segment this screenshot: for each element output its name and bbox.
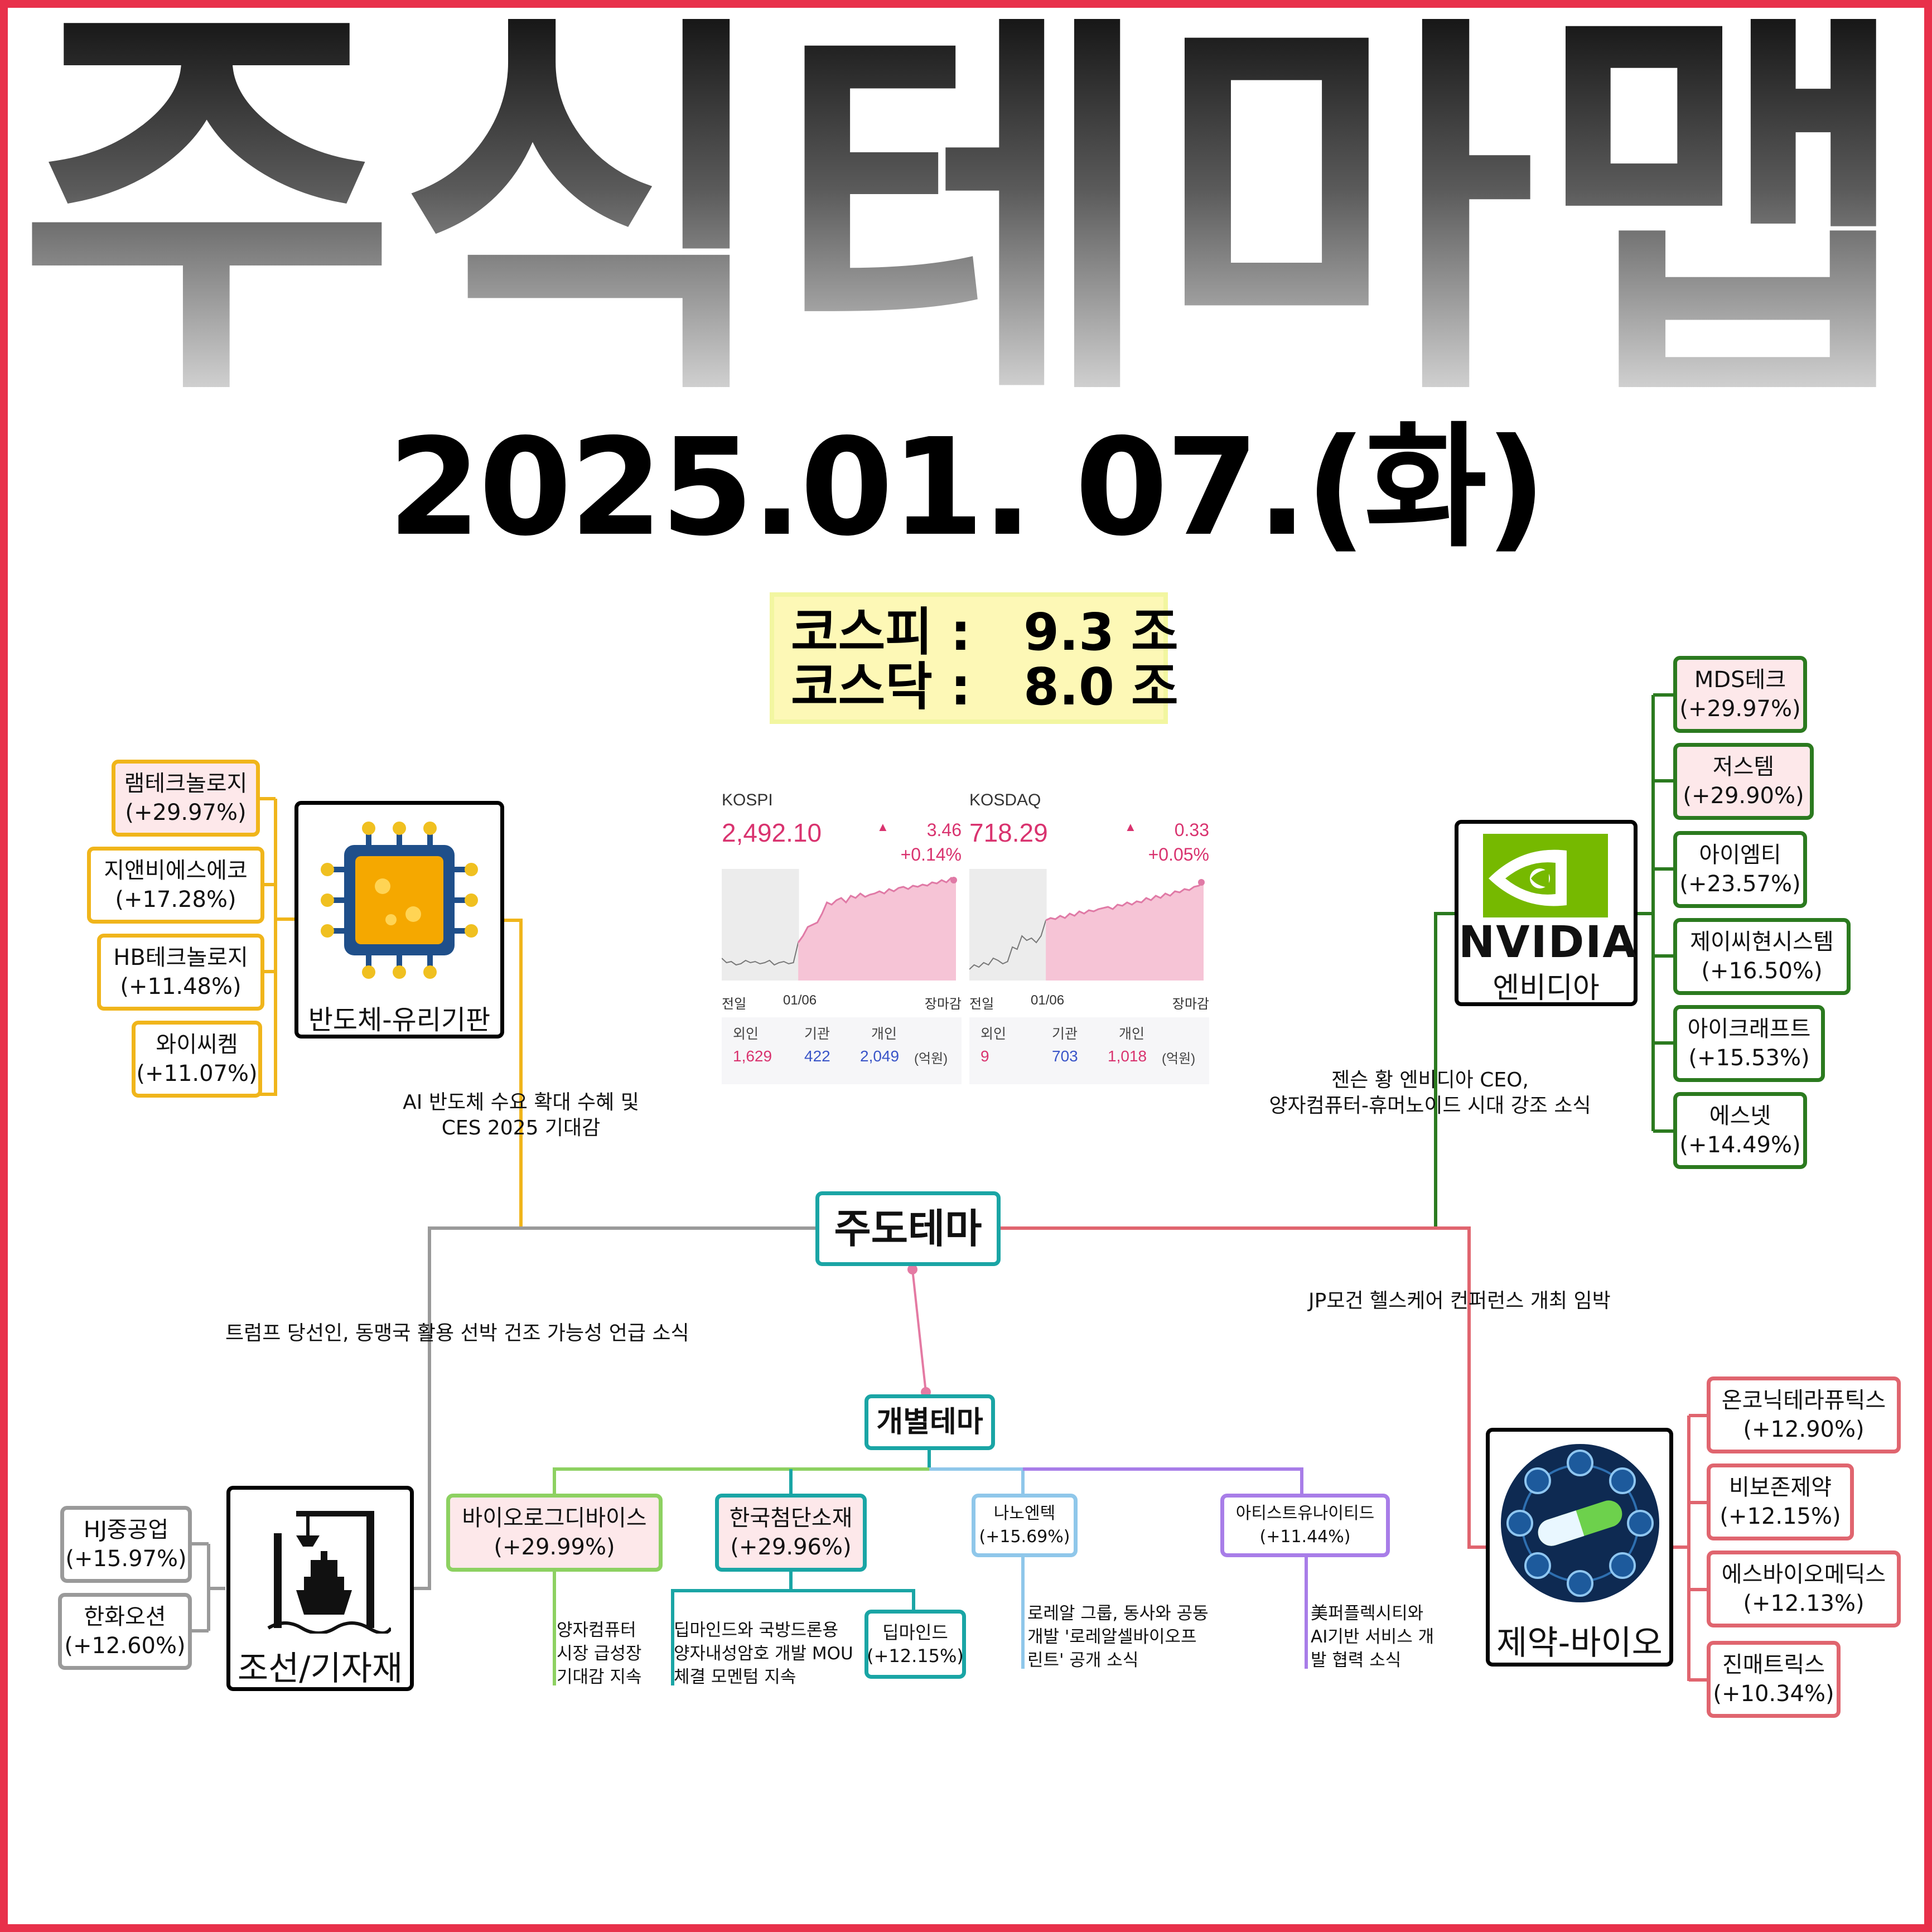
pharma-capsule-icon [1501, 1444, 1659, 1602]
index-value: 2,492.10 [722, 818, 822, 847]
date-heading: 2025.01. 07.(화) [388, 409, 1546, 566]
stock-nvidia-6[interactable]: 에스넷(+14.49%) [1673, 1092, 1807, 1169]
index-value: 718.29 [969, 818, 1048, 847]
previous-session-bg [722, 869, 799, 981]
individual-lines [553, 1450, 1308, 1685]
theme-label: 조선/기자재 [237, 1649, 403, 1688]
today-area [1046, 882, 1204, 981]
theme-label: 엔비디아 [1493, 972, 1600, 1005]
kospi-intraday-chart [722, 869, 957, 981]
today-area [798, 878, 956, 981]
individual-stock-2[interactable]: 한국첨단소재(+29.96%) [715, 1494, 867, 1572]
page-title: 주식테마맵 [18, 19, 1914, 387]
ship-crane-icon [267, 1511, 391, 1634]
stock-bio-4[interactable]: 진매트릭스(+10.34%) [1707, 1641, 1841, 1718]
close-point [1198, 879, 1205, 886]
today-line [1045, 881, 1204, 921]
individual-stock-1[interactable]: 바이오로그디바이스(+29.99%) [446, 1494, 663, 1572]
up-triangle-icon: ▲ [877, 820, 889, 834]
individual-theme-node[interactable]: 개별테마 [864, 1394, 995, 1450]
theme-shipbuilding[interactable]: 조선/기자재 [226, 1486, 414, 1691]
center-main-theme[interactable]: 주도테마 [815, 1191, 1001, 1266]
ship-lines [192, 1226, 815, 1632]
stock-nvidia-4[interactable]: 제이씨현시스템(+16.50%) [1673, 918, 1851, 995]
index-change: 3.46+0.14% [900, 820, 962, 864]
market-name: KOSPI [722, 791, 773, 809]
stock-semis-2[interactable]: 지앤비에스에코(+17.28%) [87, 847, 264, 924]
previous-session-line [722, 942, 799, 966]
previous-session-bg [969, 869, 1047, 981]
stock-semis-3[interactable]: HB테크놀로지(+11.48%) [97, 934, 264, 1011]
investor-flow: 외인 기관 개인 1,629 422 2,049 (억원) [722, 1017, 962, 1084]
investor-flow: 외인 기관 개인 9 703 1,018 (억원) [969, 1017, 1209, 1084]
kosdaq-intraday-chart [969, 869, 1205, 981]
theme-label: 반도체-유리기판 [308, 1004, 491, 1036]
stock-nvidia-3[interactable]: 아이엠티(+23.57%) [1673, 831, 1807, 908]
kospi-panel: KOSPI 2,492.10 ▲ 3.46+0.14% 전일 01/06 장마감… [722, 791, 962, 1084]
ship-note: 트럼프 당선인, 동맹국 활용 선박 건조 가능성 언급 소식 [225, 1322, 689, 1345]
stock-ship-2[interactable]: 한화오션(+12.60%) [58, 1593, 192, 1670]
stock-semis-4[interactable]: 와이씨켐(+11.07%) [132, 1021, 262, 1098]
previous-session-line [969, 920, 1047, 970]
stock-nvidia-5[interactable]: 아이크래프트(+15.53%) [1673, 1005, 1825, 1082]
today-line [797, 877, 957, 943]
title-text: 주식테마맵 [18, 19, 1914, 387]
bio-lines [1001, 1226, 1707, 1682]
individual-sub-stock[interactable]: 딥마인드(+12.15%) [864, 1610, 966, 1679]
index-change: 0.33+0.05% [1148, 820, 1209, 864]
nvidia-eye-icon [1483, 834, 1608, 917]
stock-nvidia-2[interactable]: 저스템(+29.90%) [1673, 743, 1814, 820]
market-name: KOSDAQ [969, 791, 1041, 809]
theme-semis-glass[interactable]: 반도체-유리기판 [294, 801, 504, 1039]
center-link [907, 1264, 931, 1397]
theme-pharma-bio[interactable]: 제약-바이오 [1486, 1428, 1673, 1667]
bio-note: JP모건 헬스케어 컨퍼런스 개최 임박 [1308, 1289, 1611, 1312]
chip-icon [321, 822, 478, 979]
stock-ship-1[interactable]: HJ중공업(+15.97%) [60, 1506, 192, 1583]
stock-bio-1[interactable]: 온코닉테라퓨틱스(+12.90%) [1707, 1376, 1901, 1453]
close-point [950, 877, 957, 883]
theme-label: 제약-바이오 [1496, 1624, 1663, 1663]
stock-bio-2[interactable]: 비보존제약(+12.15%) [1707, 1464, 1854, 1540]
nvidia-logo: NVIDIA [1458, 917, 1638, 968]
nvidia-note: 젠슨 황 엔비디아 CEO,양자컴퓨터-휴머노이드 시대 강조 소식 [1269, 1069, 1591, 1117]
stock-semis-1[interactable]: 램테크놀로지(+29.97%) [112, 760, 260, 837]
theme-nvidia[interactable]: NVIDIA 엔비디아 [1455, 820, 1638, 1006]
kosdaq-panel: KOSDAQ 718.29 ▲ 0.33+0.05% 전일 01/06 장마감 … [969, 791, 1209, 1084]
stock-bio-3[interactable]: 에스바이오메딕스(+12.13%) [1707, 1551, 1901, 1627]
up-triangle-icon: ▲ [1124, 820, 1137, 834]
connector-lines [192, 693, 1707, 1685]
individual-stock-4[interactable]: 아티스트유나이티드(+11.44%) [1220, 1494, 1390, 1557]
individual-stock-3[interactable]: 나노엔텍(+15.69%) [972, 1494, 1078, 1557]
stock-nvidia-1[interactable]: MDS테크(+29.97%) [1673, 656, 1807, 733]
